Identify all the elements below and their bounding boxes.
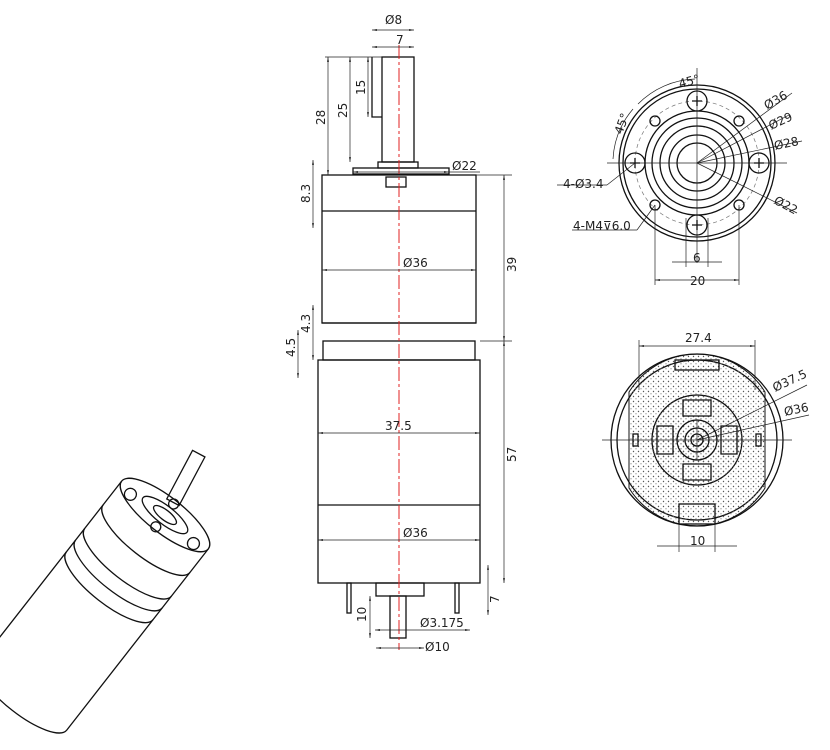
label-threads: 4-M4⊽6.0: [573, 219, 631, 233]
label-shaft-flat: 7: [396, 33, 404, 47]
label-terminal-length: 7: [488, 595, 502, 603]
label-w10: 10: [690, 534, 705, 548]
label-d29: Ø29: [766, 110, 794, 133]
label-boss-diameter: Ø22: [452, 159, 477, 173]
label-rear-shaft-length: 10: [355, 607, 369, 622]
label-angle-1: 45°: [677, 72, 701, 91]
front-view: [297, 29, 512, 650]
label-angle-2: 45°: [612, 111, 632, 136]
label-28: 28: [314, 110, 328, 125]
label-w20: 20: [690, 274, 705, 288]
top-view: [557, 68, 803, 285]
label-d22: Ø22: [772, 193, 800, 217]
front-view-labels: Ø8 7 28 25 15 Ø22 8.3 Ø36 39 4.3 4.5 37.…: [284, 13, 519, 654]
label-d36: Ø36: [783, 400, 810, 419]
label-4-5: 4.5: [284, 338, 298, 357]
label-holes: 4-Ø3.4: [563, 177, 604, 191]
label-gearhead-diameter: Ø36: [403, 256, 428, 270]
label-shaft-diameter: Ø8: [385, 13, 402, 27]
label-d37-5: Ø37.5: [770, 367, 809, 395]
label-57: 57: [505, 447, 519, 462]
label-25: 25: [336, 103, 350, 118]
label-d36: Ø36: [762, 88, 790, 112]
bottom-view: [602, 340, 810, 552]
isometric-motor-illustration: [0, 449, 211, 734]
boss: [352, 167, 450, 175]
screw-icons: [624, 90, 770, 236]
label-4-3: 4.3: [299, 314, 313, 333]
label-d28: Ø28: [773, 134, 800, 153]
label-motor-width: 37.5: [385, 419, 412, 433]
label-width: 27.4: [685, 331, 712, 345]
rear-shaft: [389, 595, 407, 639]
label-15: 15: [354, 80, 368, 95]
output-shaft: [381, 56, 415, 163]
label-w6: 6: [693, 251, 701, 265]
label-rear-shaft-diameter: Ø3.175: [420, 616, 464, 630]
top-view-labels: 45° 45° Ø36 Ø29 Ø28 4-Ø3.4 Ø22 4-M4⊽6.0 …: [563, 72, 800, 288]
label-rear-boss-diameter: Ø10: [425, 640, 450, 654]
label-motor-diameter: Ø36: [403, 526, 428, 540]
label-39: 39: [505, 257, 519, 272]
label-8-3: 8.3: [299, 184, 313, 203]
